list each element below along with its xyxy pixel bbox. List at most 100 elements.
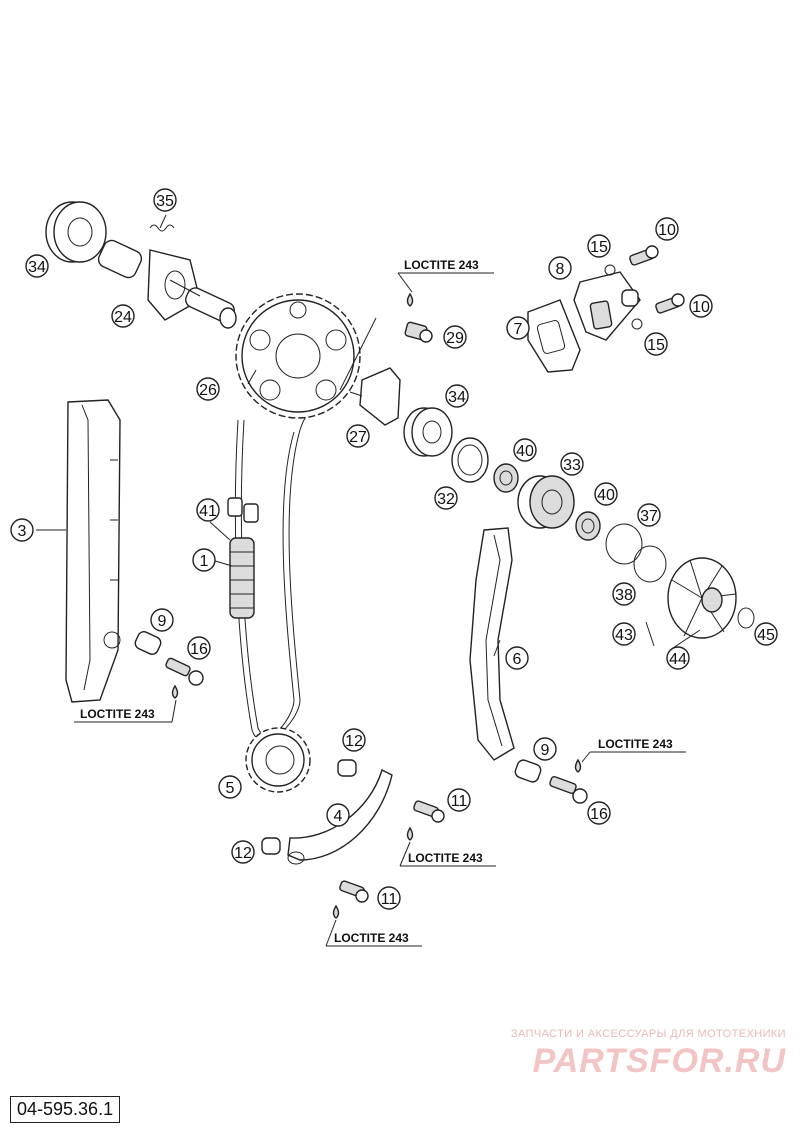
svg-text:32: 32 (437, 491, 455, 508)
svg-text:26: 26 (199, 382, 217, 399)
callout-10-upper: 10 (655, 217, 679, 241)
svg-text:LOCTITE 243: LOCTITE 243 (334, 931, 409, 945)
seal-40-left (493, 463, 519, 493)
camshaft-24 (97, 239, 237, 329)
callout-7: 7 (506, 316, 530, 340)
loctite-labels: LOCTITE 243 LOCTITE 243 LOCTITE 243 LOCT… (74, 258, 686, 947)
callout-24: 24 (111, 304, 135, 328)
callouts: 35 34 24 26 3 41 1 9 16 5 12 4 12 11 11 … (10, 188, 778, 910)
callout-40-right: 40 (594, 482, 618, 506)
svg-text:15: 15 (647, 337, 665, 354)
watermark-tagline: ЗАПЧАСТИ И АКСЕССУАРЫ ДЛЯ МОТОТЕХНИКИ (510, 1028, 786, 1040)
bolt-16-right (549, 758, 588, 804)
timing-chain-1 (229, 537, 255, 619)
callout-3: 3 (10, 518, 34, 542)
tensioner-27 (349, 367, 401, 426)
callout-9-left: 9 (150, 608, 174, 632)
svg-text:9: 9 (158, 613, 167, 630)
svg-text:LOCTITE 243: LOCTITE 243 (408, 851, 483, 865)
svg-text:41: 41 (199, 503, 217, 520)
svg-text:6: 6 (513, 651, 522, 668)
callout-38: 38 (612, 582, 636, 606)
svg-text:7: 7 (514, 321, 523, 338)
callout-45: 45 (754, 622, 778, 646)
bushing-12-bottom (261, 837, 281, 855)
bolt-10-lower (655, 293, 685, 314)
callout-12-bottom: 12 (231, 840, 255, 864)
callout-4: 4 (326, 803, 350, 827)
chain-guide-6 (469, 527, 515, 761)
bearing-34-left (45, 201, 107, 263)
svg-text:16: 16 (590, 806, 608, 823)
watermark: ЗАПЧАСТИ И АКСЕССУАРЫ ДЛЯ МОТОТЕХНИКИ PA… (511, 1028, 786, 1081)
leader-lines (36, 279, 701, 657)
svg-text:11: 11 (451, 793, 468, 810)
svg-text:40: 40 (516, 443, 534, 460)
callout-32: 32 (434, 486, 458, 510)
spring-35 (149, 214, 175, 232)
tensioner-housing-8 (573, 271, 641, 341)
callout-37: 37 (637, 503, 661, 527)
bolt-11-upper (406, 800, 445, 841)
svg-text:3: 3 (18, 523, 27, 540)
pin-43 (645, 621, 655, 647)
callout-11-lower: 11 (377, 886, 401, 910)
callout-12-top: 12 (342, 728, 366, 752)
callout-27: 27 (346, 424, 370, 448)
svg-text:10: 10 (658, 222, 676, 239)
bolt-11-lower (332, 880, 369, 919)
callout-29: 29 (443, 325, 467, 349)
svg-text:40: 40 (597, 487, 615, 504)
svg-text:LOCTITE 243: LOCTITE 243 (598, 737, 673, 751)
loctite-label-bottom: LOCTITE 243 (325, 919, 422, 947)
o-ring-37 (605, 523, 643, 565)
gasket-7 (527, 299, 581, 373)
callout-1: 1 (192, 548, 216, 572)
callout-33: 33 (560, 452, 584, 476)
callout-34-right: 34 (445, 384, 469, 408)
callout-26: 26 (196, 377, 220, 401)
svg-text:10: 10 (692, 299, 710, 316)
svg-text:LOCTITE 243: LOCTITE 243 (80, 707, 155, 721)
callout-16-right: 16 (587, 801, 611, 825)
o-ring-38 (633, 545, 667, 583)
loctite-label-top: LOCTITE 243 (397, 258, 494, 293)
callout-5: 5 (218, 775, 242, 799)
svg-text:11: 11 (381, 891, 398, 908)
callout-35: 35 (153, 188, 177, 212)
chain-guide-4 (287, 769, 393, 865)
svg-text:1: 1 (200, 553, 209, 570)
svg-text:44: 44 (669, 651, 687, 668)
pump-gear-33 (517, 475, 575, 529)
callout-43: 43 (612, 622, 636, 646)
callout-8: 8 (548, 256, 572, 280)
chain-guide-3 (65, 399, 121, 703)
loctite-drop-left (171, 684, 179, 699)
callout-40-left: 40 (513, 438, 537, 462)
callout-34: 34 (25, 254, 49, 278)
seal-40-right (575, 511, 601, 541)
bolt-16-left (165, 657, 204, 686)
bolt-29 (404, 292, 433, 343)
impeller-44 (667, 557, 737, 639)
svg-text:45: 45 (757, 627, 775, 644)
svg-text:43: 43 (615, 627, 633, 644)
svg-text:24: 24 (114, 309, 132, 326)
callout-44: 44 (666, 646, 690, 670)
bushing-12-top (337, 759, 357, 777)
bushing-9-left (134, 631, 162, 655)
svg-text:5: 5 (226, 780, 235, 797)
callout-11-upper: 11 (447, 788, 471, 812)
crank-sprocket-5 (245, 727, 311, 793)
callout-15-lower: 15 (644, 332, 668, 356)
svg-text:12: 12 (345, 733, 363, 750)
callout-9-right: 9 (533, 737, 557, 761)
svg-text:33: 33 (563, 457, 581, 474)
svg-text:38: 38 (615, 587, 633, 604)
drawing-number: 04-595.36.1 (10, 1096, 121, 1123)
loctite-label-right: LOCTITE 243 (581, 737, 686, 763)
watermark-brand: PARTSFOR.RU (532, 1042, 786, 1080)
svg-text:15: 15 (590, 239, 608, 256)
svg-text:37: 37 (640, 508, 658, 525)
